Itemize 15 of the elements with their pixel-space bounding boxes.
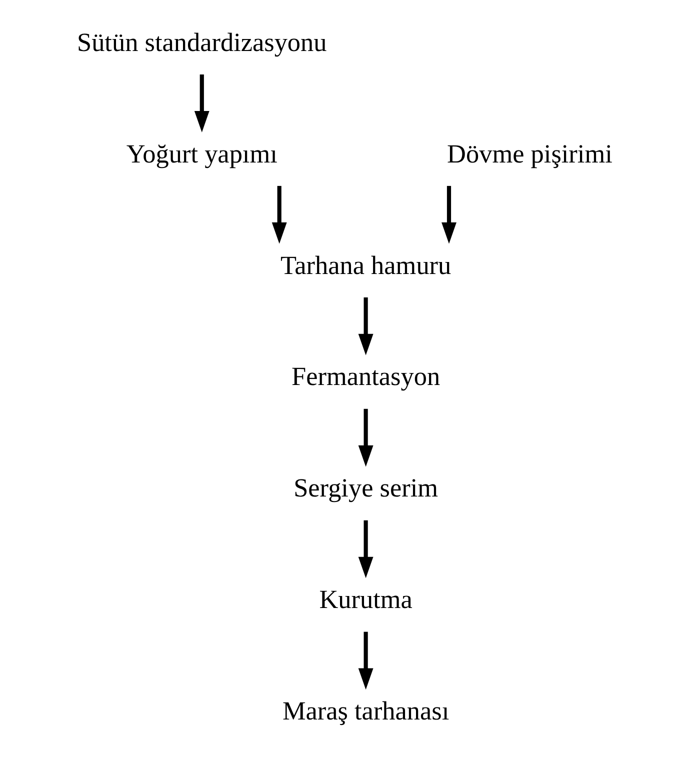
arrow [194,74,209,132]
node-text: Sergiye serim [293,474,438,503]
node-text: Dövme pişirimi [446,139,612,168]
node-text: Fermantasyon [291,362,440,392]
node-text: Maraş tarhanası [282,696,449,726]
arrow [441,186,456,244]
arrow [271,186,286,244]
arrow [358,408,373,467]
arrow [358,297,373,356]
node-text: Yoğurt yapımı [126,139,277,168]
node-text: Tarhana hamuru [280,250,451,280]
arrow [358,520,373,578]
arrow [358,632,373,690]
node-text: Sütün standardizasyonu [76,28,326,57]
node-text: Kurutma [318,585,412,614]
